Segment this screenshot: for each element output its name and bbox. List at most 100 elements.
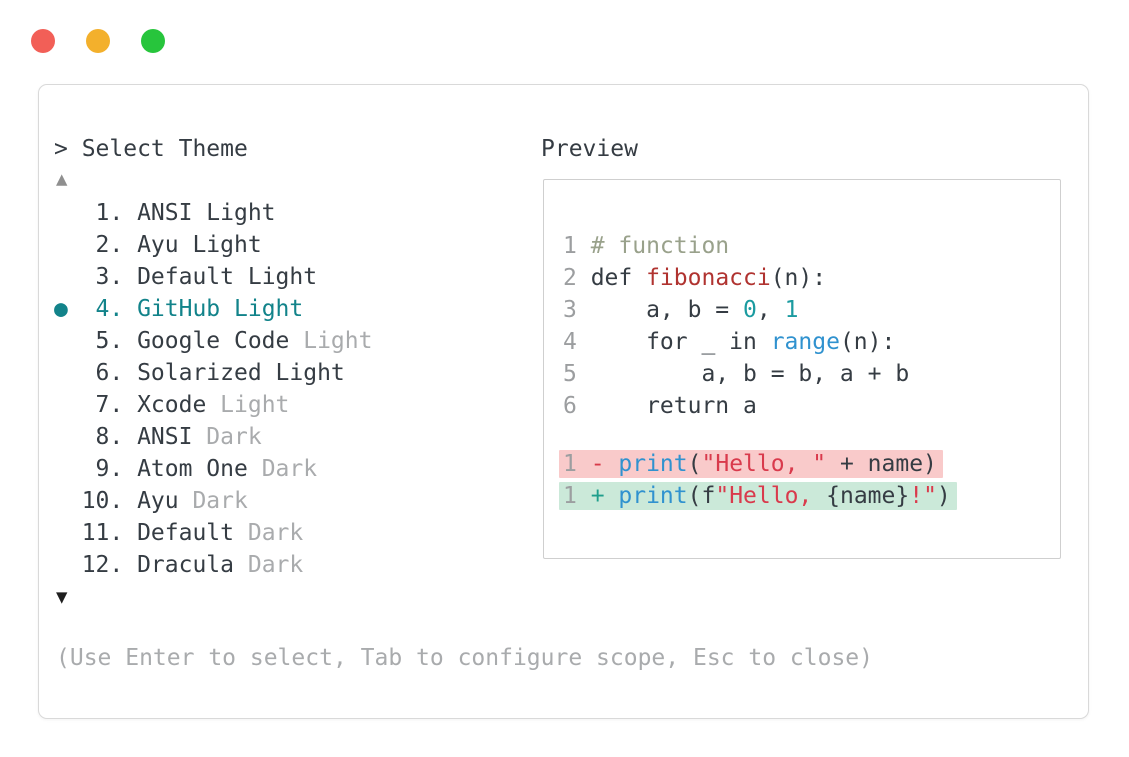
minimize-button[interactable] <box>85 29 110 53</box>
theme-item-solarized-light[interactable]: 6. Solarized Light <box>54 357 372 389</box>
theme-item-number: 12. <box>81 552 124 578</box>
diff-plus-sign: + <box>590 483 619 509</box>
theme-item-number: 8. <box>95 424 124 450</box>
code-token: {name} <box>826 483 910 509</box>
theme-item-ayu-dark[interactable]: 10. Ayu Dark <box>54 485 372 517</box>
line-number: 1 <box>563 233 577 259</box>
code-line: 2 def fibonacci(n): <box>563 262 957 294</box>
theme-item-variant: Light <box>220 392 290 418</box>
theme-item-number: 11. <box>81 520 124 546</box>
theme-item-variant: Dark <box>247 520 304 546</box>
preview-box: 1 # function 2 def fibonacci(n): 3 a, b = … <box>543 179 1061 559</box>
theme-item-default-dark[interactable]: 11. Default Dark <box>54 517 372 549</box>
code-token: (f <box>687 483 716 509</box>
code-token: def <box>590 265 647 291</box>
theme-item-variant: Light <box>275 360 345 386</box>
code-token: for _ in <box>590 329 771 355</box>
theme-item-variant: Dark <box>261 456 318 482</box>
code-line: 3 a, b = 0, 1 <box>563 294 957 326</box>
theme-item-number: 10. <box>81 488 124 514</box>
theme-item-variant: Light <box>206 200 276 226</box>
theme-item-ayu-light[interactable]: 2. Ayu Light <box>54 229 372 261</box>
maximize-button[interactable] <box>140 29 165 53</box>
code-token: 1 <box>784 297 799 323</box>
line-number: 4 <box>563 329 577 355</box>
theme-item-name: ANSI <box>137 424 193 450</box>
code-token: + name) <box>826 451 937 477</box>
line-number: 6 <box>563 393 577 419</box>
theme-item-variant: Light <box>247 264 318 290</box>
theme-item-number: 2. <box>95 232 124 258</box>
diff-added-line: 1 + print(f"Hello, {name}!") <box>559 480 957 512</box>
theme-item-number: 7. <box>95 392 124 418</box>
prompt-title: Select Theme <box>81 136 248 162</box>
theme-item-variant: Light <box>303 328 373 354</box>
theme-item-name: Xcode <box>137 392 207 418</box>
theme-item-ansi-dark[interactable]: 8. ANSI Dark <box>54 421 372 453</box>
theme-item-name: Default <box>137 264 234 290</box>
scroll-down-icon[interactable]: ▼ <box>56 586 68 608</box>
theme-item-name: Google Code <box>137 328 290 354</box>
line-number: 1 <box>563 483 577 509</box>
close-button[interactable] <box>31 29 55 53</box>
theme-item-number: 4. <box>95 296 124 322</box>
code-token: "Hello, " <box>701 451 827 477</box>
theme-item-default-light[interactable]: 3. Default Light <box>54 261 372 293</box>
diff-minus-sign: - <box>590 451 619 477</box>
theme-item-name: Ayu <box>137 488 179 514</box>
theme-item-variant: Dark <box>206 424 262 450</box>
theme-item-variant: Light <box>192 232 262 258</box>
theme-item-variant: Dark <box>192 488 248 514</box>
code-token: "Hello, <box>715 483 827 509</box>
code-token: return a <box>590 393 757 419</box>
code-token: # function <box>590 233 730 259</box>
theme-item-name: Default <box>137 520 234 546</box>
theme-item-name: Atom One <box>137 456 248 482</box>
code-token: fibonacci <box>646 265 771 291</box>
code-token: print <box>618 483 688 509</box>
code-line: 4 for _ in range(n): <box>563 326 957 358</box>
theme-item-name: Dracula <box>137 552 234 578</box>
line-number: 5 <box>563 361 577 387</box>
blank-line <box>563 422 957 448</box>
theme-item-dracula-dark[interactable]: 12. Dracula Dark <box>54 549 372 581</box>
code-token: range <box>770 329 840 355</box>
theme-item-name: Ayu <box>137 232 179 258</box>
code-line: 6 return a <box>563 390 957 422</box>
theme-item-xcode-light[interactable]: 7. Xcode Light <box>54 389 372 421</box>
theme-item-atom-one-dark[interactable]: 9. Atom One Dark <box>54 453 372 485</box>
line-number: 1 <box>563 451 577 477</box>
scroll-up-icon[interactable]: ▲ <box>56 168 68 190</box>
theme-item-github-light[interactable]: ● 4. GitHub Light <box>54 293 372 325</box>
theme-item-number: 9. <box>95 456 124 482</box>
preview-label: Preview <box>541 136 638 162</box>
code-token: , <box>756 297 785 323</box>
theme-item-name: ANSI <box>137 200 193 226</box>
theme-item-variant: Light <box>234 296 304 322</box>
selection-bullet-icon: ● <box>54 296 68 322</box>
theme-item-ansi-light[interactable]: 1. ANSI Light <box>54 197 372 229</box>
theme-item-number: 6. <box>95 360 124 386</box>
diff-removed-line: 1- print("Hello, " + name) <box>559 448 957 480</box>
code-line: 1 # function <box>563 230 957 262</box>
diff-removed-highlight: 1- print("Hello, " + name) <box>559 450 943 478</box>
code-token: !" <box>909 483 937 509</box>
theme-item-number: 3. <box>95 264 124 290</box>
code-token: ) <box>936 483 951 509</box>
theme-item-name: Solarized <box>137 360 262 386</box>
code-token: (n): <box>770 265 827 291</box>
line-number: 3 <box>563 297 577 323</box>
theme-item-number: 1. <box>95 200 124 226</box>
keyboard-hint: (Use Enter to select, Tab to configure s… <box>56 645 873 671</box>
theme-item-name: GitHub <box>137 296 221 322</box>
code-preview: 1 # function 2 def fibonacci(n): 3 a, b = … <box>559 230 957 512</box>
theme-item-variant: Dark <box>247 552 304 578</box>
diff-added-highlight: 1 + print(f"Hello, {name}!") <box>559 482 957 510</box>
code-token: a, b = <box>590 297 744 323</box>
line-number: 2 <box>563 265 577 291</box>
prompt-chevron-icon: > <box>54 136 68 162</box>
